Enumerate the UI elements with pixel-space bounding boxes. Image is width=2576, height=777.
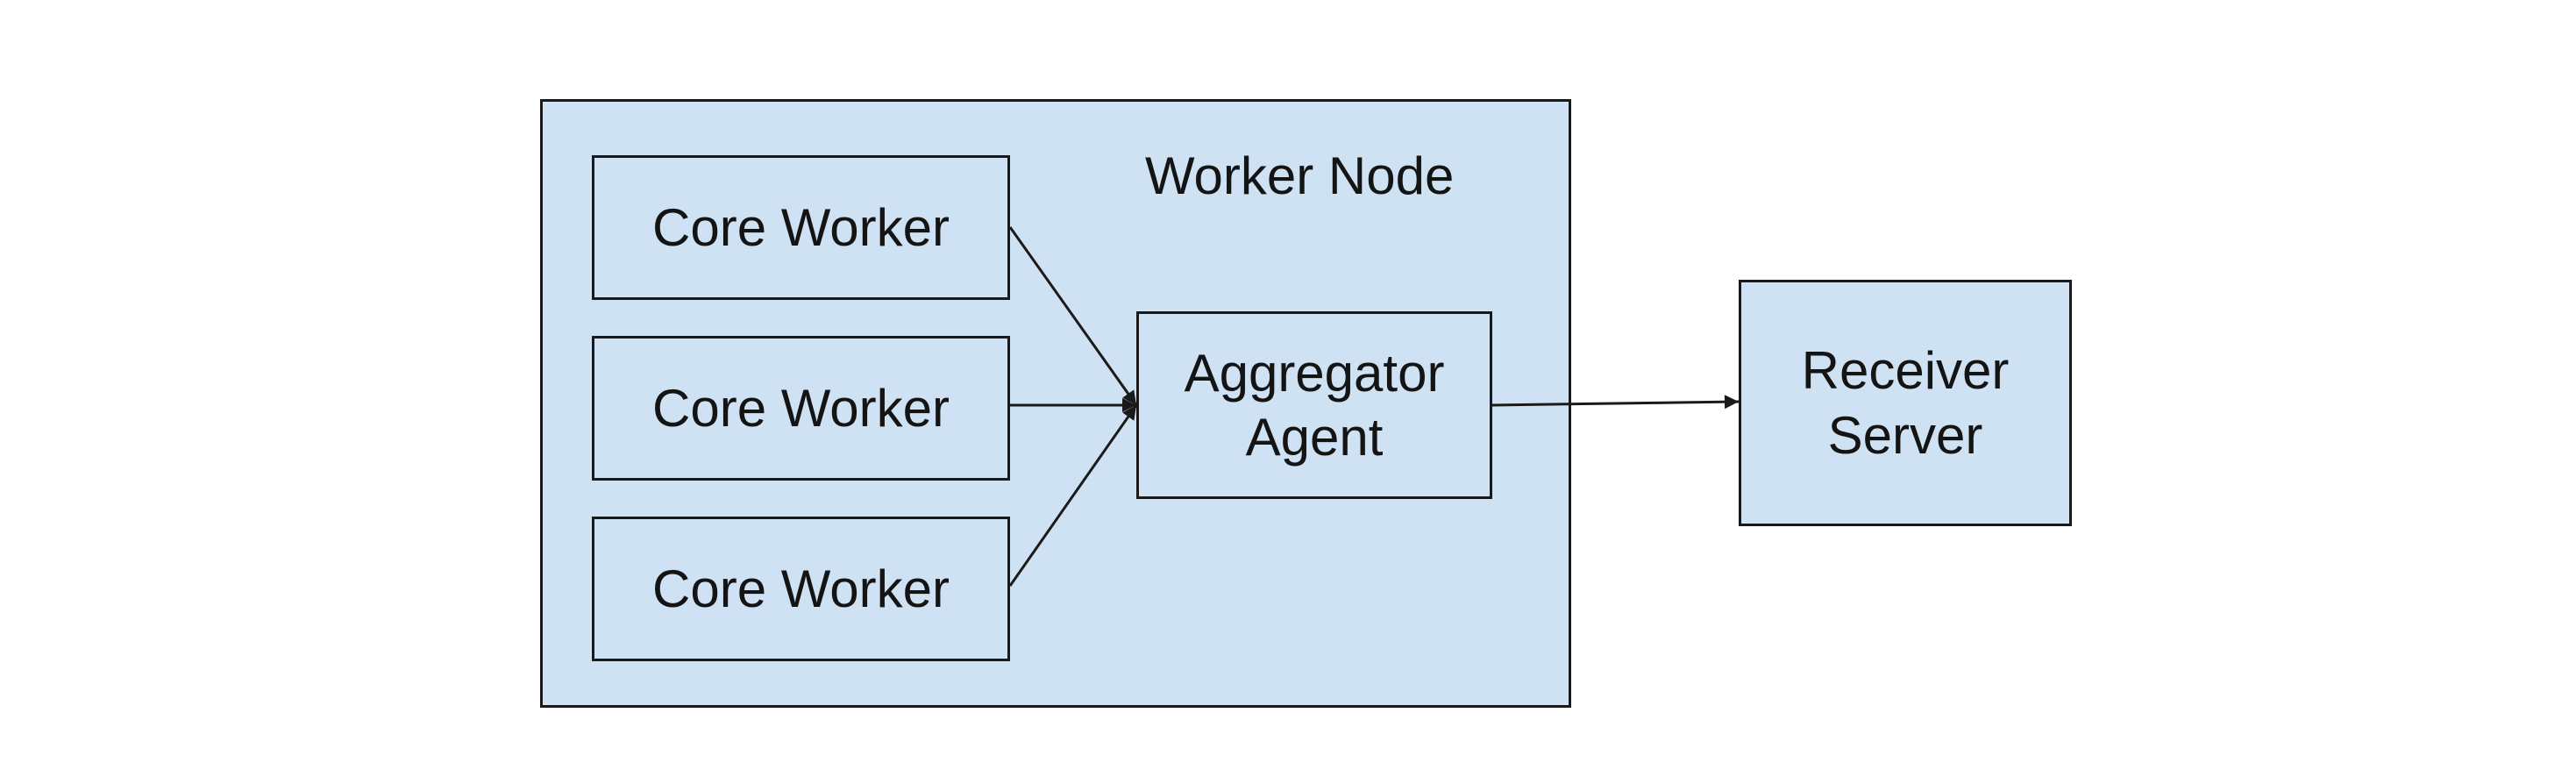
- core-worker-box: Core Worker: [592, 155, 1010, 300]
- aggregator-agent-label: Aggregator Agent: [1184, 343, 1445, 467]
- receiver-server-box: Receiver Server: [1739, 280, 2072, 526]
- core-worker-box: Core Worker: [592, 336, 1010, 481]
- receiver-server-label: Receiver Server: [1801, 341, 2010, 465]
- aggregator-agent-box: Aggregator Agent: [1136, 311, 1492, 499]
- core-worker-box: Core Worker: [592, 517, 1010, 661]
- worker-node-title: Worker Node: [1145, 146, 1455, 205]
- core-worker-label: Core Worker: [652, 378, 950, 438]
- core-worker-label: Core Worker: [652, 197, 950, 257]
- core-worker-label: Core Worker: [652, 559, 950, 618]
